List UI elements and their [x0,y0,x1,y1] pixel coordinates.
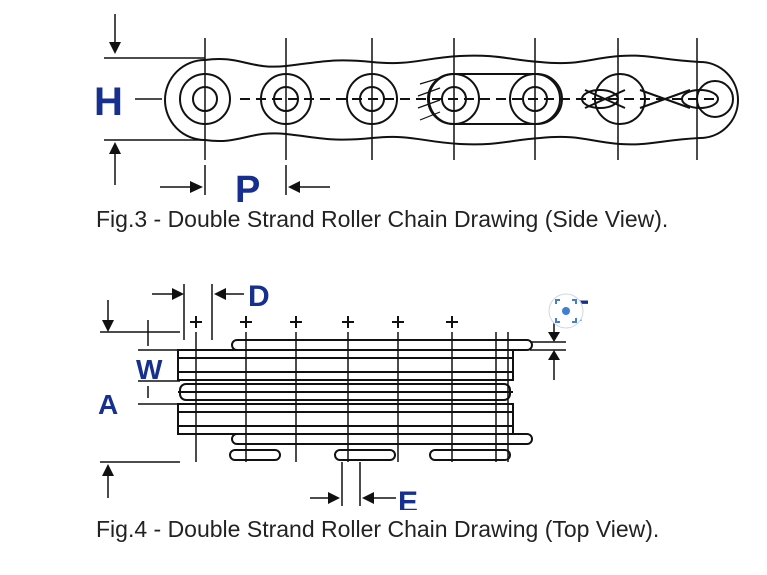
link-spacing-label: E [398,486,418,510]
pin-overhang-dimension: D [152,280,270,340]
pin-overhang-label: D [248,280,270,313]
image-scan-icon[interactable] [548,293,584,329]
chain-strands [177,316,533,462]
link-spacing-dimension: E [310,462,418,510]
transverse-pitch-label: A [98,389,118,420]
side-view-caption: Fig.3 - Double Strand Roller Chain Drawi… [96,206,669,232]
width-and-pitch-dimensions: W A [98,300,180,498]
width-label: W [136,354,163,385]
pitch-dimension: P [160,165,330,205]
pin-center-ticks [204,38,698,160]
top-view-drawing: D W A [98,280,588,510]
pitch-label: P [235,169,260,205]
height-label: H [94,80,123,124]
top-view-caption: Fig.4 - Double Strand Roller Chain Drawi… [96,516,660,542]
height-dimension: H [94,14,205,185]
side-view-drawing: H [94,14,739,205]
